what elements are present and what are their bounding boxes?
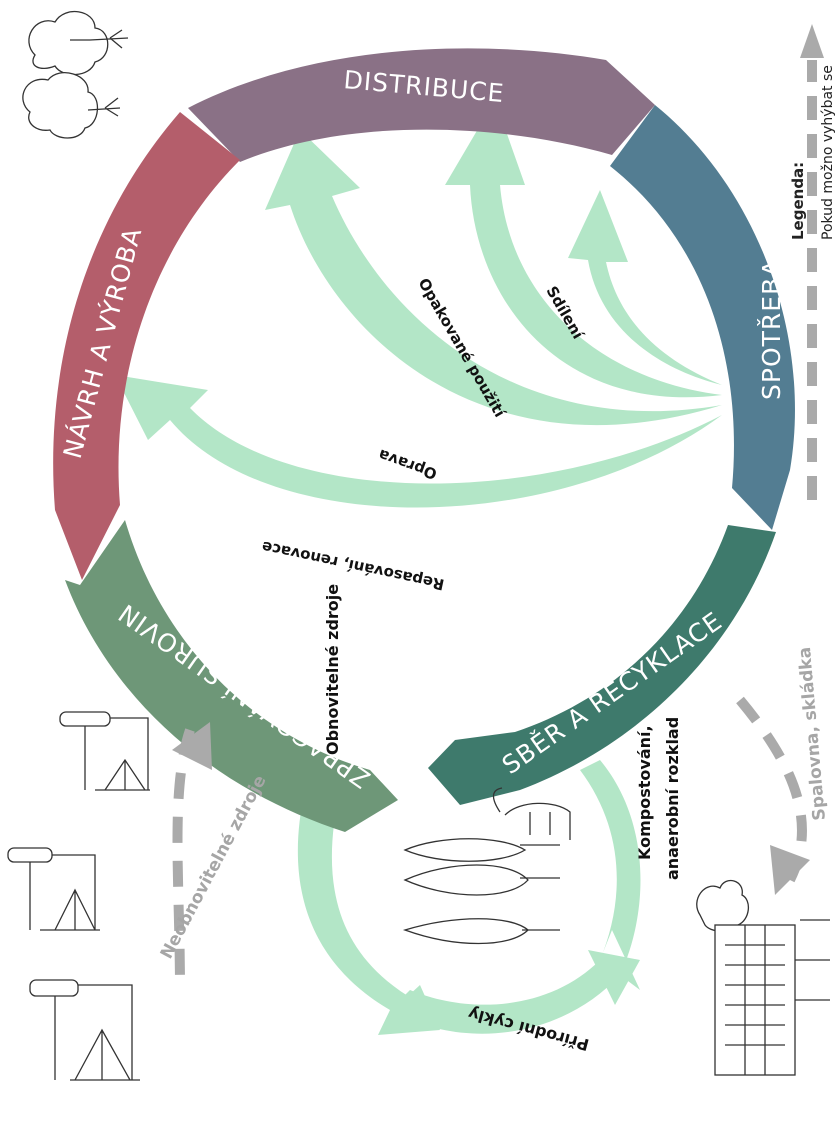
landfill-arrowhead <box>770 845 810 895</box>
label-anaerobni: anaerobní rozklad <box>663 717 682 880</box>
natural-cycles-band <box>390 960 620 1034</box>
legend-title: Legenda: <box>789 162 807 240</box>
sharing-arrow <box>568 190 722 385</box>
label-kompostovani: Kompostování, <box>635 725 654 860</box>
oil-pump-2 <box>7 847 100 931</box>
forest-illustration <box>402 838 560 945</box>
natural-cycles-arrowhead <box>588 950 640 1005</box>
segment-zpracovani <box>65 520 398 832</box>
landfill-dashed-arrow <box>736 696 807 883</box>
legend-text: Pokud možno vyhýbat se <box>820 65 835 240</box>
main-ring <box>53 48 795 832</box>
tree-illustration-1 <box>28 10 129 76</box>
oil-pump-1 <box>59 711 150 791</box>
repair-arrow <box>265 130 722 426</box>
composting-band <box>580 760 641 990</box>
biological-cycle <box>297 760 641 1035</box>
refurbish-arrow <box>115 375 722 508</box>
nonrenewable-arrowhead <box>172 722 212 770</box>
label-oprava: Oprava <box>376 445 439 483</box>
deer-illustration <box>492 787 571 840</box>
segment-navrh <box>53 112 241 580</box>
tree-illustration-2 <box>22 72 121 139</box>
segment-sber <box>428 525 776 805</box>
factory-illustration <box>696 879 830 1076</box>
loop-arrows <box>115 100 722 508</box>
segment-distribuce <box>188 48 655 162</box>
reuse-arrow <box>445 100 722 398</box>
grey-flows <box>172 696 810 991</box>
label-spotreba: SPOTŘEBA <box>757 259 786 400</box>
label-sber: SBĚR A RECYKLACE <box>497 606 728 780</box>
segment-spotreba <box>610 105 795 530</box>
legend: Legenda: Pokud možno vyhýbat se <box>789 24 835 500</box>
oil-pump-3 <box>29 979 140 1081</box>
legend-arrowhead <box>800 24 824 58</box>
label-obnovitelne: Obnovitelné zdroje <box>323 584 342 755</box>
label-repasovani: Repasování, renovace <box>260 537 446 593</box>
